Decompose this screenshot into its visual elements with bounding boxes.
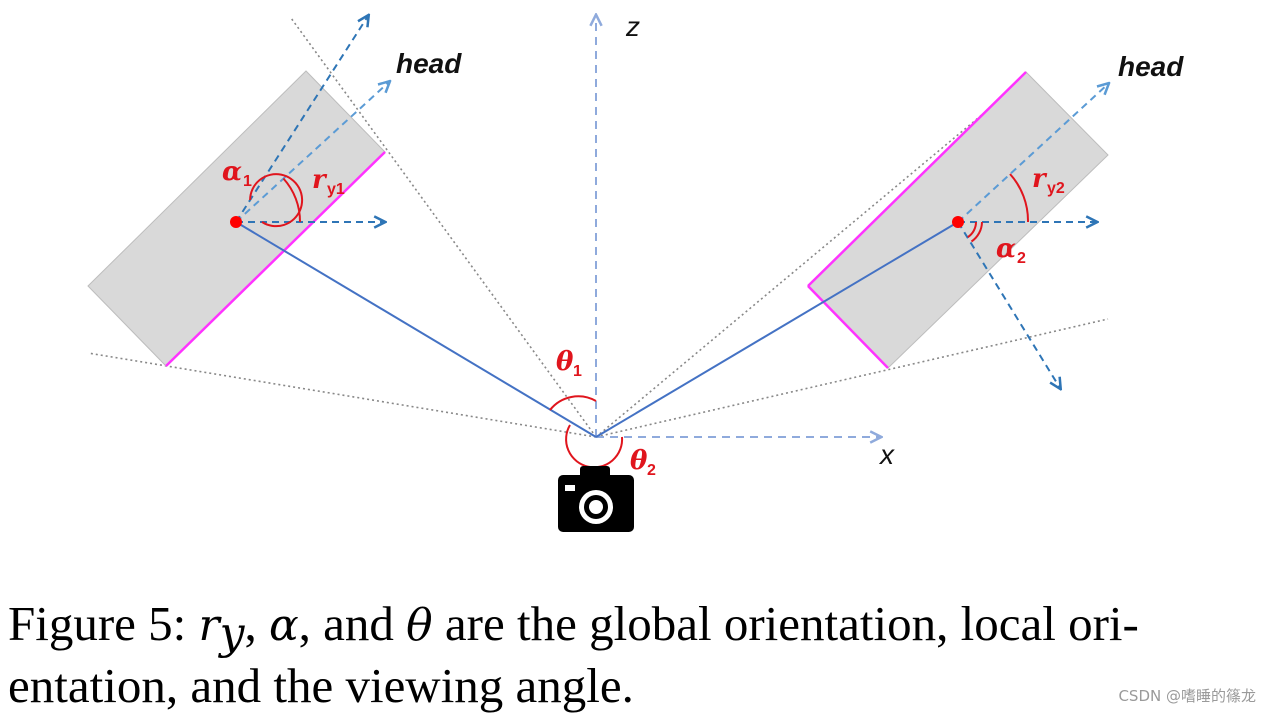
theta1-arc bbox=[549, 395, 597, 411]
right-object-center bbox=[952, 216, 964, 228]
label-theta2-sub: 2 bbox=[647, 462, 656, 479]
ray-right bbox=[595, 221, 959, 438]
caption-prefix: Figure 5: bbox=[8, 596, 199, 651]
fov-line-left-lower bbox=[87, 352, 597, 438]
alpha2-arc-outer bbox=[970, 221, 983, 243]
caption-sym-r: r bbox=[198, 600, 220, 651]
ry2-arc bbox=[1009, 173, 1030, 223]
caption-line1-rest: are the global orientation, local ori- bbox=[432, 596, 1139, 651]
orientation-diagram: head head z x α 1 r y1 α 2 r y2 θ 1 θ 2 bbox=[87, 11, 1184, 532]
fov-line-left-upper bbox=[290, 17, 597, 438]
ray-left bbox=[235, 221, 597, 438]
label-theta2: θ bbox=[630, 446, 648, 476]
alpha1-arc bbox=[249, 173, 304, 228]
label-axis-z: z bbox=[625, 11, 640, 42]
label-head-right: head bbox=[1118, 51, 1184, 82]
left-object-center bbox=[230, 216, 242, 228]
label-theta1: θ bbox=[556, 347, 574, 377]
caption-sym-alpha: α bbox=[268, 600, 299, 651]
caption-sym-theta: θ bbox=[406, 600, 433, 651]
ry1-arc bbox=[282, 177, 302, 223]
watermark: CSDN @嗜睡的篠龙 bbox=[1118, 687, 1256, 705]
theta2-arc bbox=[565, 424, 624, 469]
object-box-left-front-edge bbox=[165, 151, 386, 367]
label-alpha1-sub: 1 bbox=[243, 173, 252, 190]
fov-line-right-lower bbox=[595, 318, 1109, 438]
right-ray-extension-arrow bbox=[957, 221, 1060, 388]
left-ray-extension-arrow bbox=[235, 16, 368, 223]
label-axis-x: x bbox=[878, 439, 895, 470]
fov-lines bbox=[87, 17, 1109, 438]
right-head-arrow bbox=[957, 84, 1108, 223]
object-box-right-side-edge bbox=[807, 285, 889, 369]
caption-line2: entation, and the viewing angle. bbox=[8, 658, 634, 713]
caption-sep2: , and bbox=[298, 596, 407, 651]
label-ry1: r bbox=[312, 165, 328, 195]
object-box-right-front-edge bbox=[807, 71, 1027, 287]
label-ry2-sub: y2 bbox=[1047, 180, 1065, 197]
label-ry2: r bbox=[1032, 164, 1048, 194]
left-head-arrow bbox=[235, 82, 389, 223]
label-alpha1: α bbox=[222, 157, 242, 187]
label-ry1-sub: y1 bbox=[327, 181, 345, 198]
caption-sym-r-sub-text: y bbox=[219, 608, 245, 659]
fov-line-right-upper bbox=[595, 77, 1027, 438]
caption-sym-r-sub: y bbox=[220, 612, 245, 656]
alpha2-arc bbox=[967, 221, 977, 238]
caption-sep1: , bbox=[244, 596, 269, 651]
label-head-left: head bbox=[396, 48, 462, 79]
figure-caption: Figure 5: ry, α, and θ are the global or… bbox=[8, 594, 1266, 716]
camera-icon bbox=[558, 466, 634, 532]
label-theta1-sub: 1 bbox=[573, 363, 582, 380]
label-alpha2: α bbox=[996, 234, 1016, 264]
label-alpha2-sub: 2 bbox=[1017, 250, 1026, 267]
